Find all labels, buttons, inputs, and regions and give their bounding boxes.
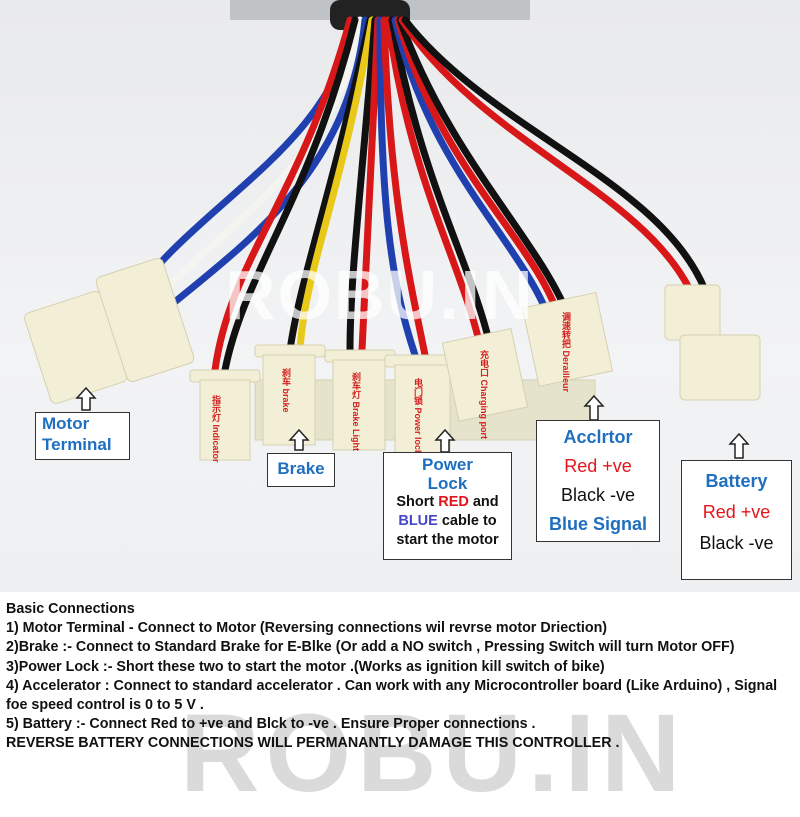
- note-battery: 5) Battery :- Connect Red to +ve and Blc…: [6, 716, 536, 733]
- battery-title: Battery: [705, 471, 768, 491]
- battery-label: Battery Red +ve Black -ve: [681, 460, 792, 580]
- power-text: start the motor: [396, 532, 499, 548]
- wiring-illustration: [24, 0, 761, 461]
- motor-label-line2: Terminal: [42, 435, 112, 454]
- power-lock-label: Power Lock Short RED and BLUE cable to s…: [383, 452, 512, 560]
- connector-tag-derailleur: 调速转把 Derailleur: [561, 312, 571, 393]
- wires: [126, 16, 709, 374]
- connector-tag-charging-port: 充电口 Charging port: [479, 350, 489, 439]
- power-blue-word: BLUE: [398, 513, 438, 529]
- connector-tag-brake-light: 刹车灯 Brake Light: [351, 372, 361, 452]
- indicator-connector: [199, 379, 251, 461]
- motor-label-line1: Motor: [42, 414, 90, 433]
- watermark: ROBU.IN: [225, 256, 535, 334]
- connector-tag-brake: 刹车 brake: [281, 368, 291, 413]
- battery-black: Black -ve: [699, 533, 774, 553]
- brake-light-connector: [332, 359, 386, 451]
- pointer-arrows: [75, 386, 750, 459]
- battery-connector: [664, 284, 721, 341]
- note-motor: 1) Motor Terminal - Connect to Motor (Re…: [6, 620, 608, 637]
- accelerator-title: Acclrtor: [563, 427, 633, 447]
- accelerator-label: Acclrtor Red +ve Black -ve Blue Signal: [536, 420, 660, 542]
- motor-terminal-label: Motor Terminal: [35, 412, 130, 460]
- charging-port-connector: [441, 328, 529, 422]
- power-lock-title-2: Lock: [427, 474, 468, 493]
- connector-tag-power-lock: 电门锁 Power locks: [413, 378, 423, 461]
- note-brake: 2)Brake :- Connect to Standard Brake for…: [6, 639, 735, 656]
- power-text: cable to: [437, 513, 497, 529]
- note-warning: REVERSE BATTERY CONNECTIONS WILL PERMANA…: [6, 735, 620, 752]
- brake-label: Brake: [267, 453, 335, 487]
- notes-heading: Basic Connections: [6, 601, 135, 617]
- connector-tag-indicator: 指示灯 Indicator: [211, 395, 221, 463]
- accelerator-red: Red +ve: [564, 456, 632, 476]
- basic-connections-notes: Basic Connections 1) Motor Terminal - Co…: [6, 600, 796, 754]
- brake-connector: [262, 354, 316, 446]
- accelerator-connector: [521, 291, 614, 387]
- controller-photo: 指示灯 Indicator 刹车 brake 刹车灯 Brake Light 电…: [0, 0, 800, 592]
- connectors: [24, 257, 761, 461]
- accelerator-black: Black -ve: [560, 485, 636, 505]
- power-text: and: [468, 494, 499, 510]
- accelerator-signal: Blue Signal: [548, 514, 647, 534]
- power-text: Short: [396, 494, 439, 510]
- power-red-word: RED: [438, 494, 469, 510]
- power-lock-title-1: Power: [421, 455, 474, 474]
- note-accelerator: 4) Accelerator : Connect to standard acc…: [6, 677, 782, 714]
- watermark-bottom: ROBU.IN: [180, 692, 687, 815]
- battery-red: Red +ve: [702, 502, 771, 522]
- note-power-lock: 3)Power Lock :- Short these two to start…: [6, 658, 605, 675]
